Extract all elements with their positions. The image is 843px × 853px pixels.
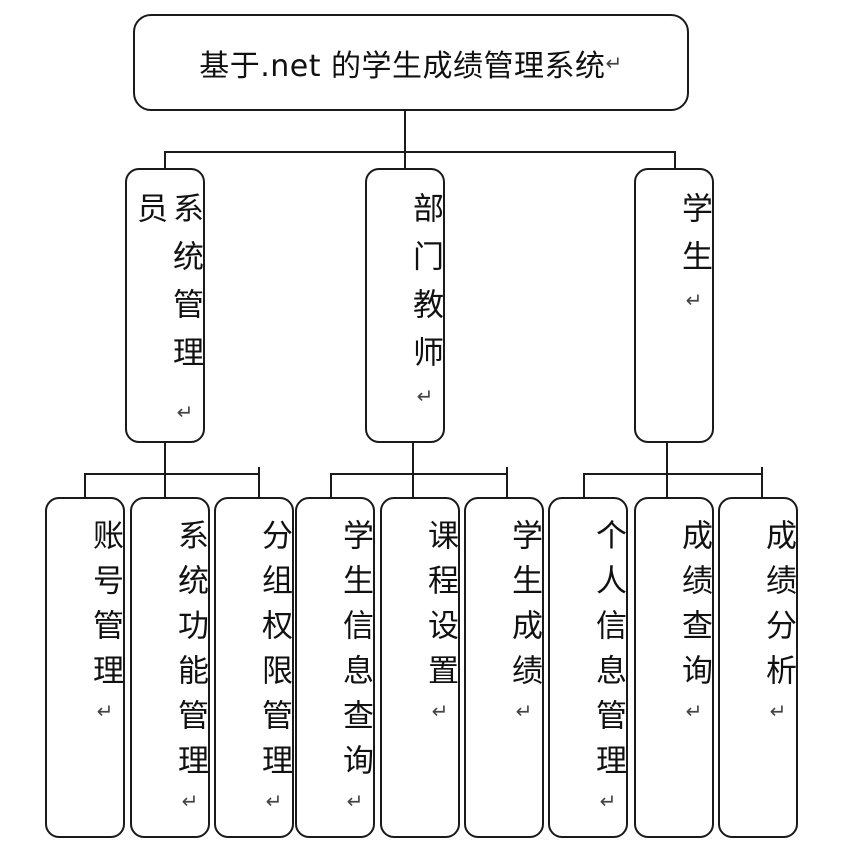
func-2-text: 系统功能管理↵ [132, 519, 208, 827]
func-node-account-mgmt: 账号管理↵ [45, 497, 125, 838]
func-1-mark: ↵ [93, 699, 117, 737]
func-9-label: 成绩分析 [760, 519, 796, 699]
role-node-student: 学生↵ [634, 168, 714, 443]
role-student-mark: ↵ [682, 288, 706, 329]
func-9-mark: ↵ [766, 699, 790, 737]
role-drop-student [674, 151, 676, 168]
teacher-drop-2 [412, 473, 414, 497]
student-drop-2 [666, 473, 668, 497]
role-teacher-label: 部门教师 [407, 192, 443, 384]
func-3-label: 分组权限管理 [256, 519, 292, 789]
func-1-label: 账号管理 [87, 519, 123, 699]
role-node-admin: 系统管理员 ↵ [125, 168, 205, 443]
func-node-system-function-mgmt: 系统功能管理↵ [130, 497, 210, 838]
role-teacher-mark: ↵ [413, 384, 437, 425]
admin-drop-2 [164, 473, 166, 497]
func-7-text: 个人信息管理↵ [550, 519, 626, 827]
func-5-mark: ↵ [428, 699, 452, 737]
role-drop-teacher [404, 151, 406, 168]
admin-bus [84, 473, 260, 475]
teacher-end-tick [506, 467, 508, 497]
func-node-personal-info-mgmt: 个人信息管理↵ [548, 497, 628, 838]
func-7-mark: ↵ [596, 789, 620, 827]
func-2-label: 系统功能管理 [172, 519, 208, 789]
func-node-student-grades: 学生成绩↵ [464, 497, 544, 838]
root-node: 基于.net 的学生成绩管理系统↵ [133, 14, 689, 111]
func-9-text: 成绩分析↵ [720, 519, 796, 737]
student-end-tick [761, 467, 763, 497]
func-node-student-info-query: 学生信息查询↵ [295, 497, 375, 838]
func-4-text: 学生信息查询↵ [297, 519, 373, 827]
teacher-bus [330, 473, 508, 475]
func-5-text: 课程设置↵ [382, 519, 458, 737]
func-node-grade-analysis: 成绩分析↵ [718, 497, 798, 838]
role-drop-admin [164, 151, 166, 168]
root-stem [404, 111, 406, 152]
role-node-teacher: 部门教师↵ [365, 168, 445, 443]
role-admin-mark: ↵ [173, 400, 197, 441]
teacher-stem [412, 443, 414, 474]
func-node-group-permission-mgmt: 分组权限管理↵ [214, 497, 294, 838]
func-4-label: 学生信息查询 [337, 519, 373, 789]
func-8-text: 成绩查询↵ [636, 519, 712, 737]
func-node-grade-query: 成绩查询↵ [634, 497, 714, 838]
student-bus [583, 473, 763, 475]
root-label-wrap: 基于.net 的学生成绩管理系统↵ [135, 16, 687, 109]
func-4-mark: ↵ [343, 789, 367, 827]
admin-stem [164, 443, 166, 474]
func-8-mark: ↵ [682, 699, 706, 737]
admin-drop-1 [84, 473, 86, 497]
root-paragraph-mark: ↵ [605, 50, 623, 75]
func-3-mark: ↵ [262, 789, 286, 827]
func-node-course-settings: 课程设置↵ [380, 497, 460, 838]
func-6-mark: ↵ [512, 699, 536, 737]
role-admin-label: 系统管理员 [131, 192, 203, 384]
func-8-label: 成绩查询 [676, 519, 712, 699]
root-label: 基于.net 的学生成绩管理系统 [199, 48, 606, 84]
role-student-label: 学生 [676, 192, 712, 288]
func-3-text: 分组权限管理↵ [216, 519, 292, 827]
func-2-mark: ↵ [178, 789, 202, 827]
teacher-drop-1 [330, 473, 332, 497]
admin-end-tick [258, 467, 260, 497]
func-6-text: 学生成绩↵ [466, 519, 542, 737]
student-stem [666, 443, 668, 474]
role-student-text: 学生↵ [636, 192, 712, 329]
func-5-label: 课程设置 [422, 519, 458, 699]
func-1-text: 账号管理↵ [47, 519, 123, 737]
func-6-label: 学生成绩 [506, 519, 542, 699]
student-drop-1 [583, 473, 585, 497]
role-admin-text: 系统管理员 ↵ [127, 192, 203, 441]
role-bus [164, 151, 676, 153]
func-7-label: 个人信息管理 [590, 519, 626, 789]
role-teacher-text: 部门教师↵ [367, 192, 443, 425]
